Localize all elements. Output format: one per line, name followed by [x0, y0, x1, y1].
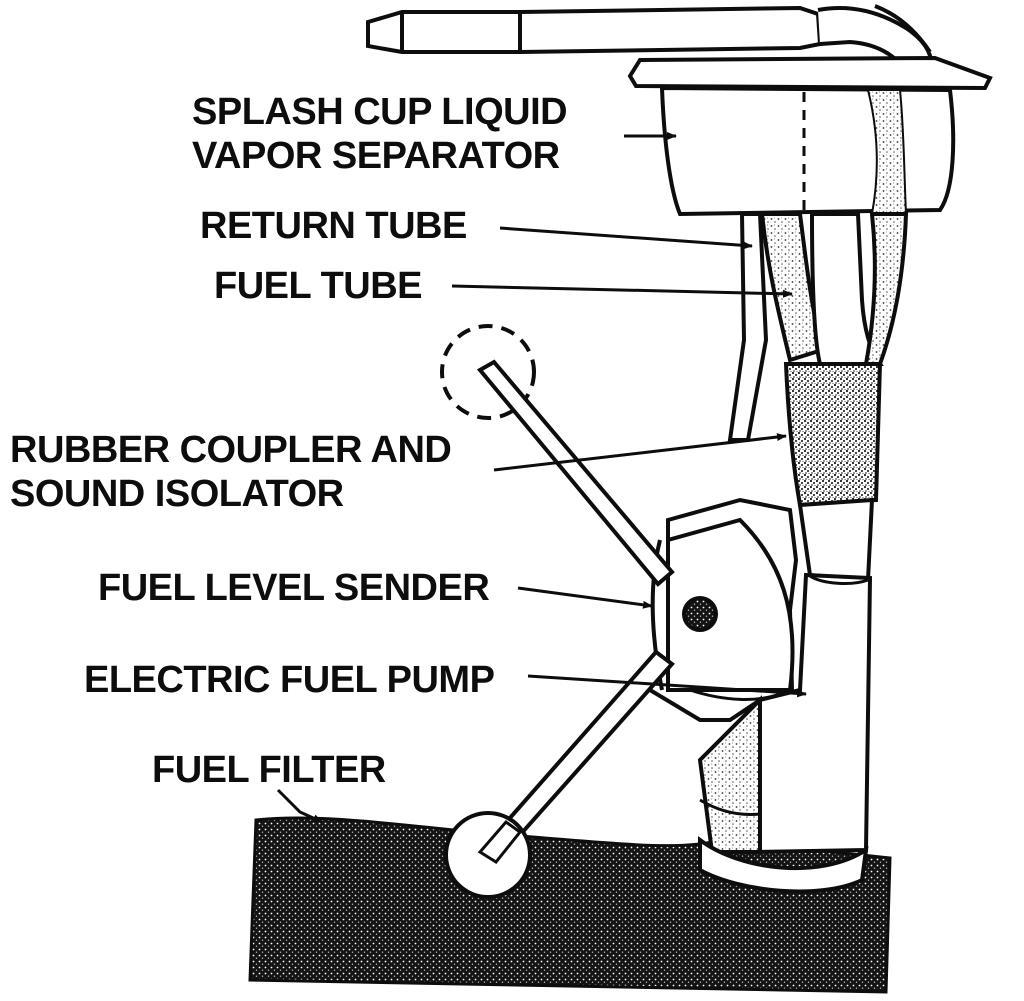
- labels: SPLASH CUP LIQUID VAPOR SEPARATOR RETURN…: [10, 91, 568, 791]
- return-and-fuel-tubes: [727, 212, 909, 442]
- label-return-tube: RETURN TUBE: [200, 205, 467, 247]
- leader-fuel-tube: [451, 284, 793, 298]
- leader-return-tube: [499, 226, 753, 250]
- float-arm-lowered: [444, 649, 675, 899]
- label-splash-cup-line1: SPLASH CUP LIQUID: [192, 91, 567, 133]
- fuel-level-sender: [648, 497, 799, 722]
- top-return-tube: [366, 4, 934, 81]
- label-fuel-tube: FUEL TUBE: [214, 265, 422, 307]
- rubber-coupler: [783, 362, 883, 508]
- label-splash-cup-line2: VAPOR SEPARATOR: [192, 135, 560, 177]
- label-fuel-filter: FUEL FILTER: [152, 749, 386, 791]
- leader-fuel-filter: [276, 788, 323, 824]
- label-fuel-level-sender: FUEL LEVEL SENDER: [98, 567, 489, 609]
- label-rubber-coupler-line2: SOUND ISOLATOR: [10, 473, 344, 515]
- leader-electric-fuel-pump: [527, 674, 807, 698]
- label-rubber-coupler-line1: RUBBER COUPLER AND: [10, 429, 451, 471]
- leader-lines: [276, 132, 807, 824]
- leader-rubber-coupler: [493, 433, 787, 472]
- leader-fuel-level-sender: [517, 586, 653, 609]
- label-electric-fuel-pump: ELECTRIC FUEL PUMP: [84, 659, 495, 701]
- splash-cup-separator: [627, 55, 993, 217]
- electric-fuel-pump-body: [697, 497, 875, 894]
- float-arm-raised: [440, 324, 675, 587]
